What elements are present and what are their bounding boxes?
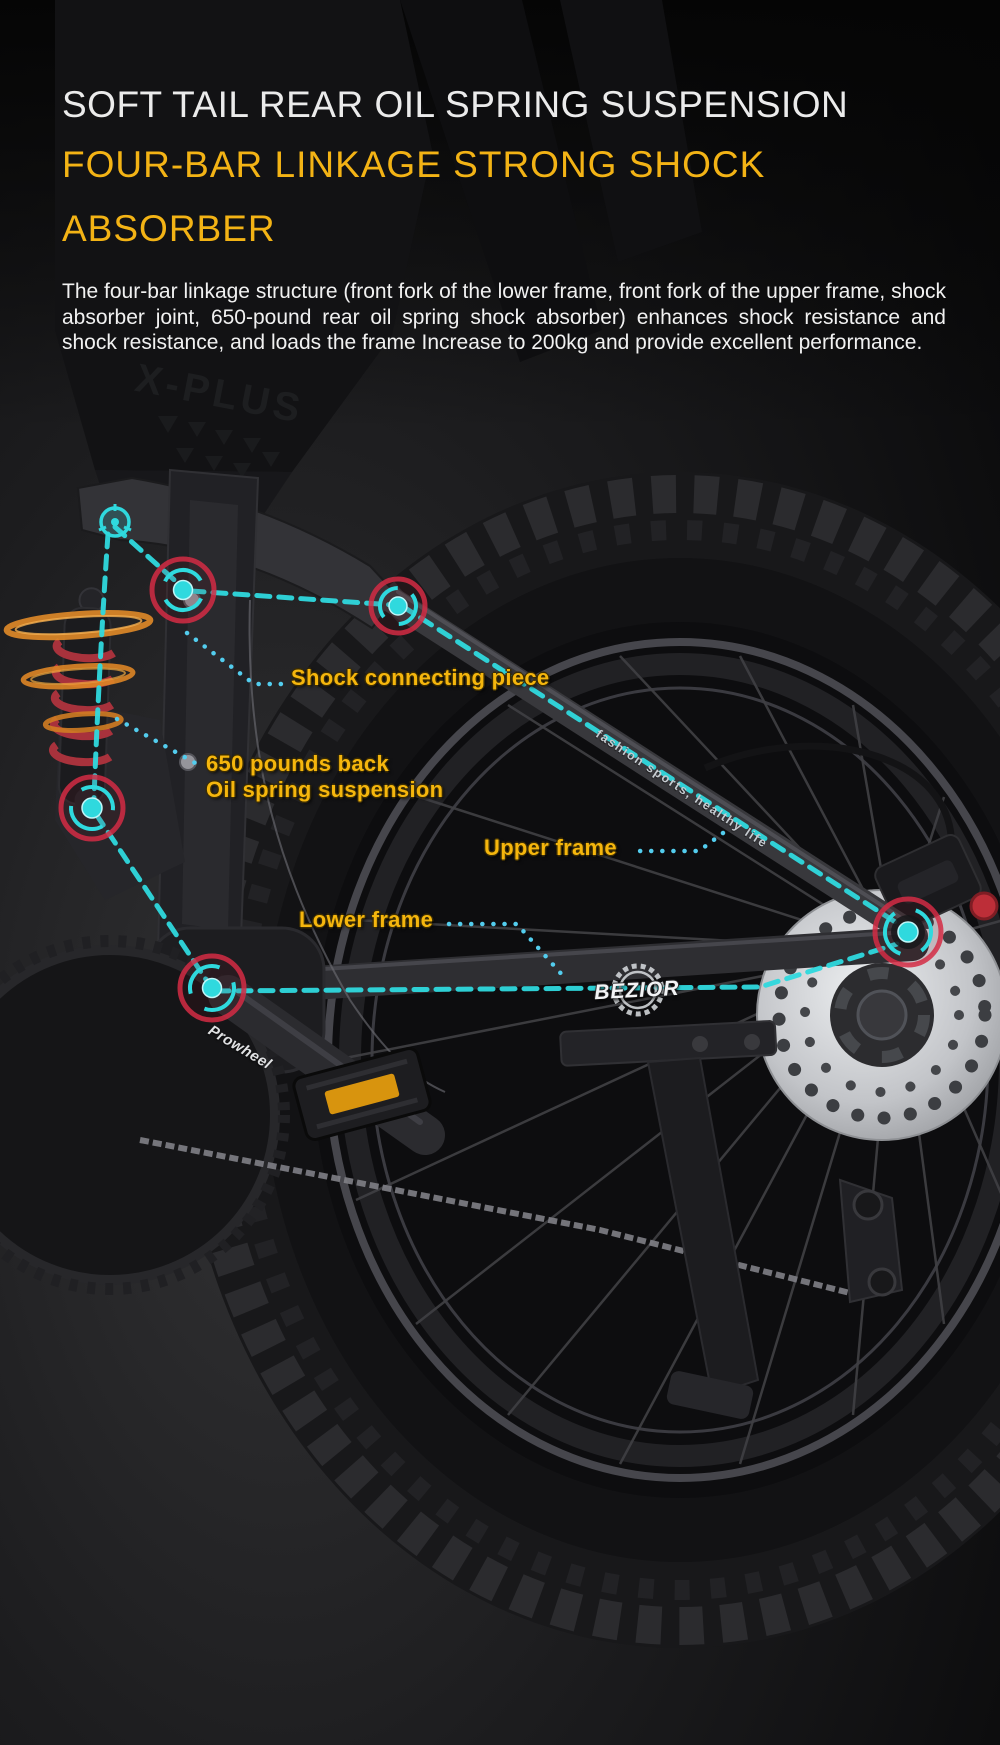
label-rear-suspension-line2: Oil spring suspension bbox=[206, 777, 444, 802]
marker-shock-connecting-joint bbox=[368, 576, 428, 636]
kickstand bbox=[559, 1020, 778, 1419]
subtitle-line-2: ABSORBER bbox=[62, 208, 276, 249]
axle-red-cap bbox=[969, 891, 999, 921]
label-shock-connecting-piece: Shock connecting piece bbox=[291, 665, 550, 690]
bag-triangle-pattern bbox=[158, 416, 280, 478]
marker-rocker-pivot bbox=[98, 504, 132, 538]
pedal-reflector bbox=[324, 1073, 400, 1115]
label-upper-frame: Upper frame bbox=[484, 835, 617, 860]
marker-rear-axle bbox=[872, 896, 944, 968]
label-rear-suspension: 650 pounds back Oil spring suspension bbox=[206, 751, 443, 803]
pedal bbox=[292, 1047, 432, 1141]
gear-emblem-icon bbox=[611, 963, 665, 1017]
marker-crank-pivot bbox=[177, 953, 247, 1023]
brand-logo-text: BEZIOR bbox=[593, 976, 681, 1005]
label-rear-suspension-line1: 650 pounds back bbox=[206, 751, 390, 776]
chainring-teeth bbox=[0, 935, 290, 1295]
description-text: The four-bar linkage structure (front fo… bbox=[62, 280, 946, 355]
marker-shock-bottom-joint bbox=[58, 774, 126, 842]
leader-upper-frame bbox=[633, 830, 726, 854]
chainring bbox=[0, 945, 280, 1285]
subtitle-line-1: FOUR-BAR LINKAGE STRONG SHOCK bbox=[62, 144, 766, 185]
spring-highlight-rings bbox=[3, 610, 154, 733]
chain bbox=[139, 1137, 863, 1299]
marker-shock-top-joint bbox=[149, 556, 217, 624]
drivetrain bbox=[0, 935, 904, 1304]
label-leader-dots bbox=[114, 630, 726, 980]
derailleur bbox=[838, 1178, 904, 1304]
brake-caliper bbox=[874, 834, 982, 930]
leader-shock-connecting bbox=[184, 630, 294, 687]
tire-tread-inner bbox=[227, 520, 1000, 1600]
leader-lower-frame bbox=[446, 921, 567, 980]
brake-cable bbox=[703, 742, 955, 863]
label-lower-frame: Lower frame bbox=[299, 907, 434, 932]
page-title: SOFT TAIL REAR OIL SPRING SUSPENSION bbox=[62, 84, 849, 125]
brand-badge: BEZIOR bbox=[570, 959, 703, 1028]
